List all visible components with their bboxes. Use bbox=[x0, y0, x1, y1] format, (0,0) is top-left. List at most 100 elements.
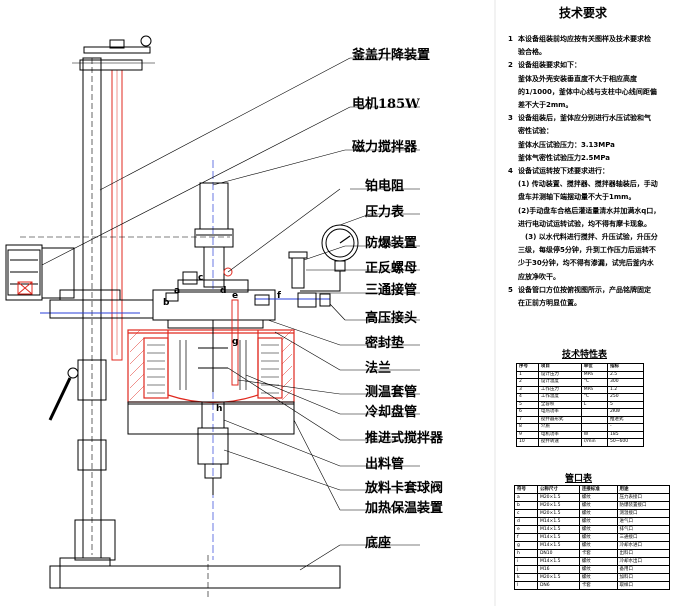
requirement-line: 釜体水压试验压力：3.13MPa bbox=[518, 140, 615, 149]
table-cell: 3 bbox=[516, 385, 539, 394]
table-cell: 5 bbox=[516, 400, 539, 409]
table-cell: 螺纹 bbox=[578, 517, 618, 526]
label-lid-lift: 釜盖升降装置 bbox=[352, 48, 431, 63]
table-cell: 8 bbox=[516, 423, 539, 432]
point-d: d bbox=[220, 286, 227, 296]
table-cell: 螺纹 bbox=[578, 525, 618, 534]
table-cell: 工作压力 bbox=[537, 385, 582, 394]
point-a: a bbox=[174, 286, 181, 296]
table-cell: M14×1.5 bbox=[536, 557, 580, 566]
table-cell bbox=[580, 415, 608, 424]
label-cooling-coil: 冷却盘管 bbox=[365, 405, 418, 420]
table-cell: 4 bbox=[516, 393, 539, 402]
table-cell: 螺纹 bbox=[578, 493, 618, 502]
table-cell: - bbox=[606, 423, 645, 432]
label-reverse-nut: 正反螺母 bbox=[365, 261, 418, 276]
table-cell: 10 bbox=[516, 438, 539, 447]
table-cell: 1.2 bbox=[606, 385, 645, 394]
table-cell: °C bbox=[580, 393, 608, 402]
requirements-title: 技术要求 bbox=[559, 6, 608, 20]
table-header-cell: 序号 bbox=[516, 363, 539, 372]
table-cell: M14×1.5 bbox=[536, 533, 580, 542]
requirement-number: 3 bbox=[508, 114, 513, 123]
label-tee-joint: 三通接管 bbox=[365, 283, 418, 298]
table-cell: l bbox=[514, 581, 538, 590]
table-header-cell: 指标 bbox=[606, 363, 645, 372]
label-pt-resistor: 铂电阻 bbox=[365, 179, 405, 194]
table-cell: 螺纹 bbox=[578, 501, 618, 510]
point-c: c bbox=[198, 273, 204, 283]
heating-jacket bbox=[127, 329, 295, 403]
table-cell: 冷却水出口 bbox=[616, 557, 671, 566]
requirement-line: 三级，每级停5分钟，升到工作压力后运转不 bbox=[518, 246, 656, 255]
requirement-line: 设备管口方位按俯视图所示，产品铭牌固定 bbox=[518, 285, 651, 294]
table-cell: 推进式 bbox=[606, 415, 645, 424]
point-g: g bbox=[232, 337, 239, 347]
label-magnetic-stirrer: 磁力搅拌器 bbox=[352, 140, 418, 155]
table-cell: 设计压力 bbox=[537, 370, 582, 379]
table-cell: 螺纹 bbox=[578, 541, 618, 550]
table-cell: 300 bbox=[606, 378, 645, 387]
table-cell: 搅拌转速 bbox=[537, 438, 582, 447]
label-hp-connector: 高压接头 bbox=[365, 311, 418, 326]
label-ball-valve: 放料卡套球阀 bbox=[365, 481, 444, 496]
table-cell: 加料口 bbox=[616, 573, 671, 582]
table-cell: 排气口 bbox=[616, 525, 671, 534]
requirement-line: (3) 以水代料进行搅拌、升压试验，升压分 bbox=[518, 233, 658, 242]
table-cell: M14×1.5 bbox=[536, 517, 580, 526]
requirement-line: 密性试验： bbox=[518, 127, 553, 136]
table-cell: 螺纹 bbox=[578, 509, 618, 518]
table-cell: g bbox=[514, 541, 538, 550]
magnetic-stirrer-body bbox=[199, 182, 229, 230]
table-cell: M20×1.5 bbox=[536, 509, 580, 518]
table-cell: 2 bbox=[516, 378, 539, 387]
table-header-row: 符号公称尺寸连接标准用途 bbox=[514, 485, 671, 494]
table-cell: 冷却水进口 bbox=[616, 541, 671, 550]
table-cell: 备用口 bbox=[616, 565, 671, 574]
table-cell: M20×1.5 bbox=[536, 501, 580, 510]
label-motor: 电机185W bbox=[352, 97, 420, 112]
table-cell: a bbox=[514, 493, 538, 502]
spec-table-title: 技术特性表 bbox=[562, 350, 608, 360]
requirement-number: 4 bbox=[508, 167, 513, 176]
table-header-cell: 项目 bbox=[537, 363, 582, 372]
table-cell: 6 bbox=[516, 408, 539, 417]
table-cell: i bbox=[514, 557, 538, 566]
table-cell: 电热功率 bbox=[537, 408, 582, 417]
table-cell bbox=[580, 423, 608, 432]
requirement-line: 验合格。 bbox=[518, 48, 546, 57]
table-header-cell: 用途 bbox=[616, 485, 671, 494]
label-outlet-pipe: 出料管 bbox=[365, 457, 405, 472]
requirement-line: 进行电动试运转试验，均不得有摩卡现象。 bbox=[518, 219, 651, 228]
requirement-line: (1) 传动装置、搅拌器、搅拌器轴装后，手动 bbox=[518, 180, 658, 189]
table-cell: 全容积 bbox=[537, 400, 582, 409]
label-gasket: 密封垫 bbox=[365, 336, 405, 351]
table-cell: 螺纹 bbox=[578, 565, 618, 574]
table-cell bbox=[580, 408, 608, 417]
requirement-line: 盘车并测轴下端摆动量不大于1mm。 bbox=[518, 193, 636, 202]
pipe-table-title: 管口表 bbox=[565, 474, 593, 484]
label-base: 底座 bbox=[365, 536, 392, 551]
table-cell: 7 bbox=[516, 415, 539, 424]
table-cell: W bbox=[580, 430, 608, 439]
table-cell: L bbox=[580, 400, 608, 409]
requirement-line: 釜体气密性试验压力2.5MPa bbox=[518, 153, 611, 162]
requirement-line: 本设备组装前均应按有关图样及技术要求检 bbox=[518, 35, 651, 43]
point-e: e bbox=[232, 291, 239, 301]
